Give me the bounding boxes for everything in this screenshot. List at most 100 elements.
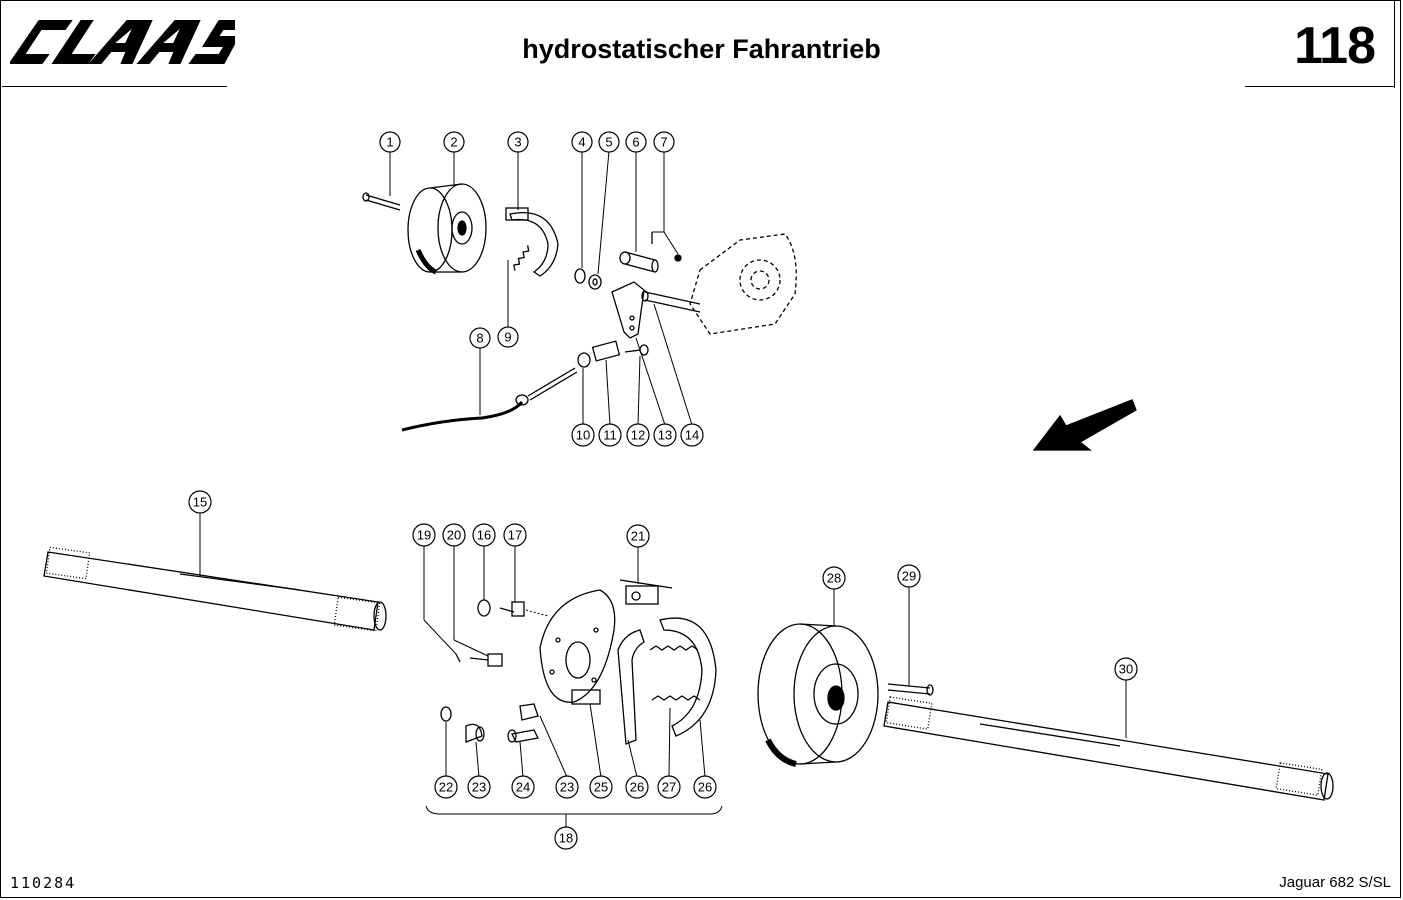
part-housing-plate: [689, 233, 797, 335]
part-pin-29: [887, 683, 934, 696]
svg-text:18: 18: [559, 831, 573, 846]
svg-text:19: 19: [417, 528, 431, 543]
svg-text:15: 15: [193, 495, 207, 510]
svg-text:7: 7: [660, 135, 667, 150]
part-cable-8: [401, 367, 578, 432]
svg-text:25: 25: [594, 780, 608, 795]
svg-text:17: 17: [508, 528, 522, 543]
callout-26b: 26: [693, 775, 717, 799]
svg-text:11: 11: [603, 428, 617, 443]
callout-26a: 26: [625, 775, 649, 799]
callout-30: 30: [1114, 657, 1138, 681]
svg-text:3: 3: [514, 135, 521, 150]
part-brake-drum-lower: [757, 623, 879, 767]
callout-25: 25: [589, 775, 613, 799]
callout-27: 27: [657, 775, 681, 799]
part-back-plate-25: [539, 589, 616, 705]
callout-6: 6: [625, 131, 647, 153]
svg-text:8: 8: [476, 331, 483, 346]
callout-24: 24: [511, 775, 535, 799]
callout-8: 8: [469, 327, 491, 349]
part-bolt-14: [641, 290, 701, 313]
callout-16: 16: [472, 523, 496, 547]
part-screw-20: [469, 653, 503, 667]
svg-text:4: 4: [578, 135, 585, 150]
callout-28: 28: [822, 566, 846, 590]
svg-text:12: 12: [631, 428, 645, 443]
part-clevis-11: [591, 340, 621, 362]
callout-21: 21: [626, 524, 650, 548]
part-brake-shoes-26: [617, 617, 717, 745]
svg-text:14: 14: [685, 428, 699, 443]
part-nut-22: [440, 706, 452, 722]
callout-3: 3: [507, 131, 529, 153]
svg-text:13: 13: [658, 428, 672, 443]
callout-17: 17: [503, 523, 527, 547]
direction-arrow: [1032, 399, 1137, 451]
svg-text:26: 26: [630, 780, 644, 795]
page-title: hydrostatischer Fahrantrieb: [522, 34, 881, 64]
part-nut-10: [577, 352, 591, 368]
svg-text:30: 30: [1119, 662, 1133, 677]
part-shaft-15: [43, 546, 387, 632]
callout-2: 2: [443, 131, 465, 153]
svg-text:23: 23: [472, 780, 486, 795]
part-wheel-cylinder-21: [619, 579, 673, 605]
part-brake-drum-upper: [407, 183, 487, 275]
callout-20: 20: [442, 523, 466, 547]
part-cam-24: [507, 729, 539, 743]
svg-text:21: 21: [631, 529, 645, 544]
part-spring-9: [513, 245, 530, 271]
svg-text:20: 20: [447, 528, 461, 543]
callout-9: 9: [497, 326, 519, 348]
svg-text:9: 9: [504, 330, 511, 345]
callout-1: 1: [379, 131, 401, 153]
part-nut-16: [477, 599, 491, 617]
part-bolt-17: [499, 601, 525, 617]
svg-text:22: 22: [439, 780, 453, 795]
part-clip-23b: [519, 703, 539, 721]
part-cap-23a: [465, 723, 485, 743]
part-bolt-6: [619, 251, 659, 273]
svg-text:27: 27: [662, 780, 676, 795]
callout-19: 19: [412, 523, 436, 547]
callout-5: 5: [598, 131, 620, 153]
callout-29: 29: [897, 564, 921, 588]
callout-11: 11: [598, 423, 622, 447]
model-name: Jaguar 682 S/SL: [1279, 874, 1391, 891]
part-lever-13: [611, 281, 645, 339]
part-pin-12: [624, 344, 649, 356]
svg-text:2: 2: [450, 135, 457, 150]
svg-text:28: 28: [827, 571, 841, 586]
callout-15: 15: [188, 490, 212, 514]
part-pin-19: [455, 653, 461, 663]
part-washer-5: [588, 274, 602, 290]
callout-12: 12: [626, 423, 650, 447]
page-number: 118: [1294, 17, 1376, 75]
callout-23b: 23: [555, 775, 579, 799]
header-rule-vertical: [1394, 0, 1395, 88]
callout-7: 7: [653, 131, 675, 153]
svg-text:29: 29: [902, 569, 916, 584]
svg-text:23: 23: [560, 780, 574, 795]
part-brake-shoe-upper: [505, 207, 559, 277]
callout-14: 14: [680, 423, 704, 447]
header-rule-left: [2, 86, 227, 87]
callout-10: 10: [571, 423, 595, 447]
callout-4: 4: [571, 131, 593, 153]
part-pin-1: [362, 192, 401, 211]
leader-lines: [199, 150, 1127, 827]
svg-text:24: 24: [516, 780, 530, 795]
claas-logo: [10, 20, 235, 64]
part-pin-7: [674, 254, 682, 262]
callout-13: 13: [653, 423, 677, 447]
svg-text:1: 1: [386, 135, 393, 150]
callout-22: 22: [434, 775, 458, 799]
svg-text:6: 6: [632, 135, 639, 150]
svg-text:26: 26: [698, 780, 712, 795]
callout-18: 18: [554, 826, 578, 850]
part-washer-4: [574, 268, 586, 284]
svg-text:5: 5: [605, 135, 612, 150]
